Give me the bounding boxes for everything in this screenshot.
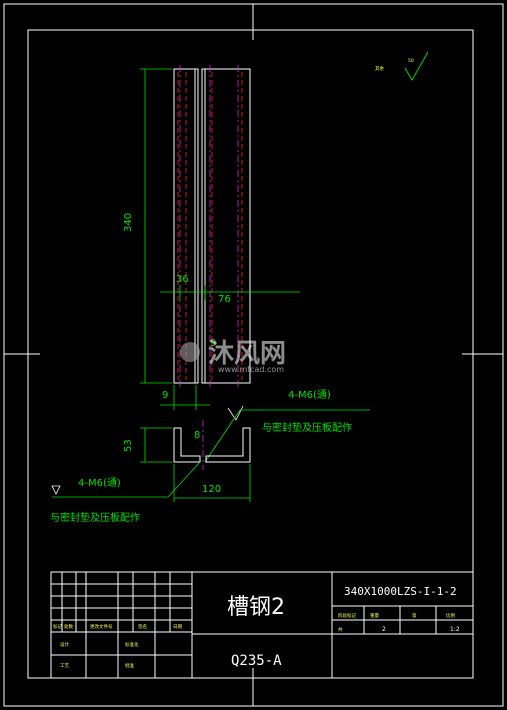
- dim-height-label: 340: [123, 213, 134, 232]
- svg-text:签名: 签名: [138, 623, 147, 630]
- right-channel: [201, 68, 251, 384]
- svg-text:标准化: 标准化: [125, 641, 139, 648]
- dim-height: 340: [123, 68, 172, 384]
- svg-text:沐风网: 沐风网: [208, 339, 286, 369]
- title-block: 槽钢2 Q235-A 340X1000LZS-I-1-2 2 1:2 阶段标记 …: [50, 571, 474, 679]
- callout-left: 4-M6(通) 与密封垫及压板配作: [50, 461, 201, 524]
- dim-9-small: 9: [210, 338, 216, 349]
- left-channel: [173, 68, 199, 384]
- svg-text:8: 8: [194, 430, 200, 441]
- dim-36-label: 36: [176, 274, 189, 285]
- svg-text:与密封垫及压板配作: 与密封垫及压板配作: [50, 511, 140, 524]
- svg-text:重量: 重量: [370, 612, 379, 619]
- callout-top: 4-M6(通) 与密封垫及压板配作: [204, 389, 370, 463]
- svg-text:4-M6(通): 4-M6(通): [78, 477, 121, 489]
- svg-text:批准: 批准: [125, 662, 134, 669]
- svg-text:与密封垫及压板配作: 与密封垫及压板配作: [262, 421, 352, 434]
- svg-text:标记: 标记: [53, 623, 62, 630]
- dim-flange-label: 9: [162, 390, 168, 401]
- svg-text:共: 共: [338, 626, 343, 633]
- svg-text:4-M6(通): 4-M6(通): [288, 389, 331, 401]
- roughness-symbol: 其余 50: [375, 51, 429, 81]
- part-name: 槽钢2: [227, 595, 285, 620]
- svg-text:设计: 设计: [60, 641, 69, 648]
- watermark: 沐风网 www.mfcad.com: [180, 339, 286, 374]
- svg-text:更改文件号: 更改文件号: [90, 623, 113, 630]
- svg-text:120: 120: [202, 484, 221, 495]
- svg-text:日期: 日期: [173, 624, 182, 630]
- quantity: 2: [382, 626, 386, 633]
- svg-text:阶段标记: 阶段标记: [338, 612, 356, 619]
- front-view: [173, 65, 251, 387]
- dim-flange: 9: [160, 385, 210, 410]
- centering-marks: [4, 4, 503, 706]
- section-view: 53 8 120: [123, 420, 251, 502]
- svg-text:处数: 处数: [64, 623, 73, 630]
- svg-text:其余: 其余: [375, 65, 384, 72]
- dim-76-label: 76: [218, 294, 231, 305]
- svg-text:53: 53: [123, 439, 134, 452]
- svg-text:第: 第: [412, 612, 417, 619]
- drawing-number: 340X1000LZS-I-1-2: [344, 585, 457, 598]
- scale: 1:2: [450, 626, 460, 633]
- svg-text:比例: 比例: [446, 612, 455, 619]
- dim-horizontal: 36 76 9: [160, 274, 300, 349]
- svg-text:50: 50: [408, 58, 414, 64]
- material: Q235-A: [231, 653, 282, 669]
- svg-text:www.mfcad.com: www.mfcad.com: [218, 365, 284, 374]
- svg-text:工艺: 工艺: [60, 663, 69, 669]
